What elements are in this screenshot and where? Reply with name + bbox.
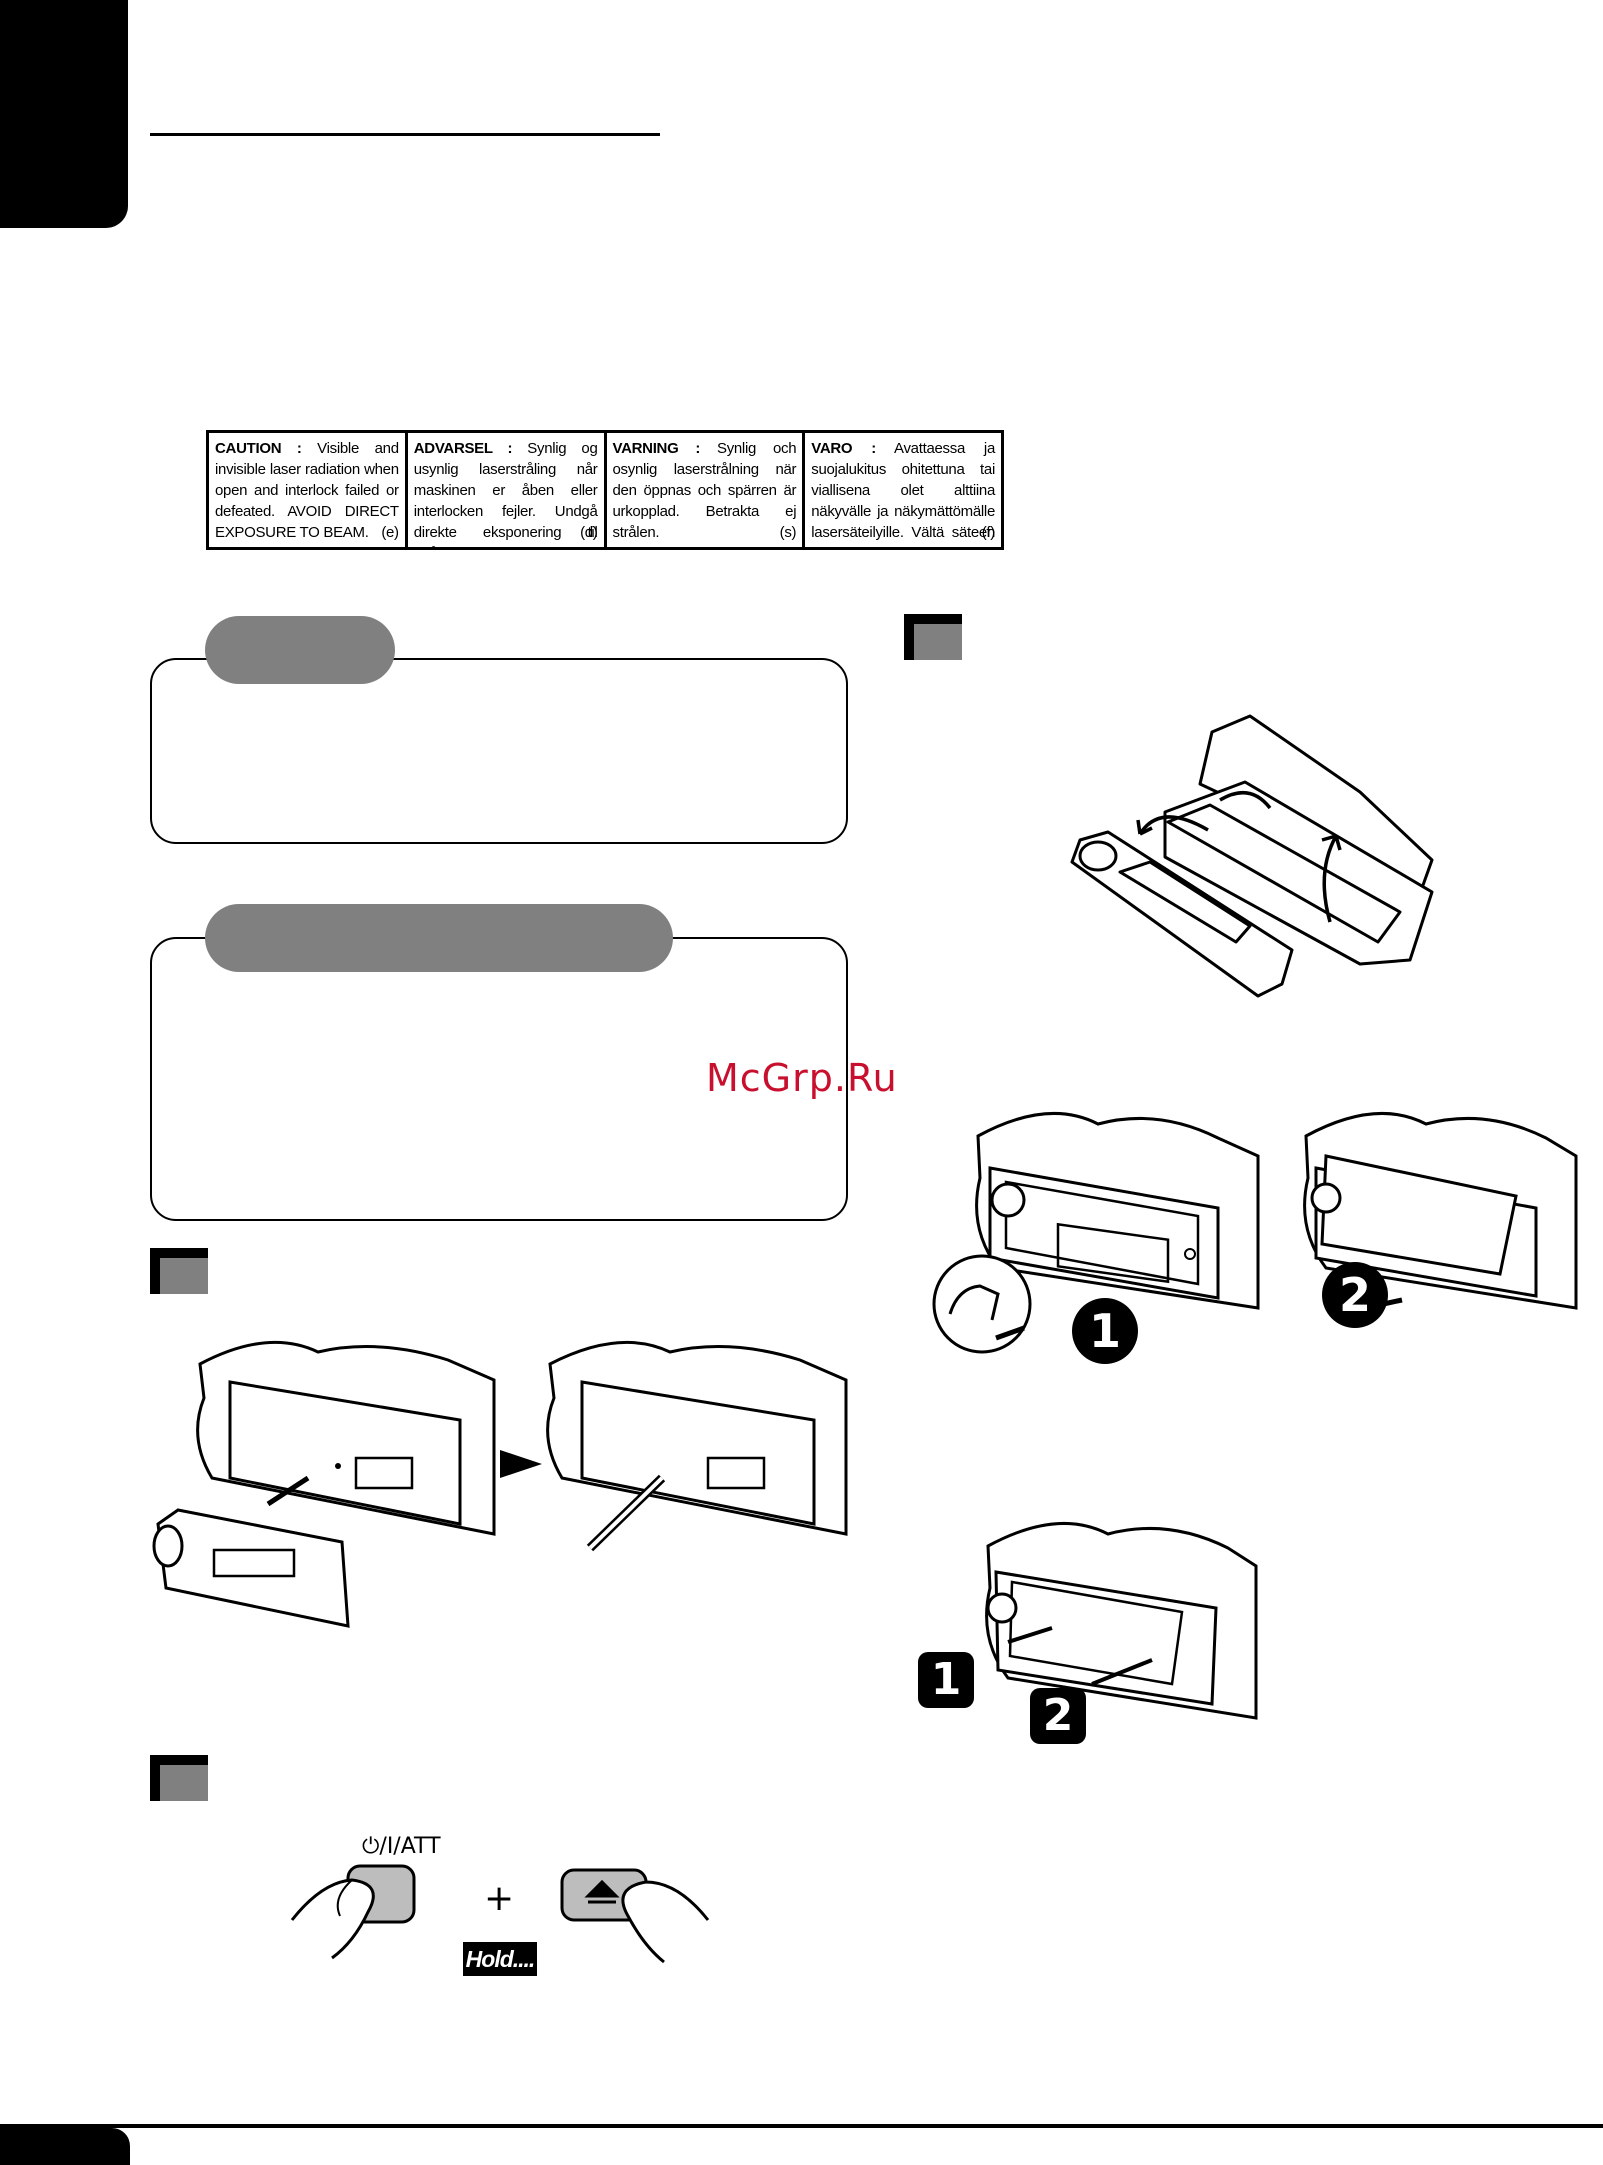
detach-step-1-badge: 1	[1072, 1298, 1138, 1364]
caution-heading: VARNING :	[612, 440, 701, 457]
hold-label: Hold....	[463, 1942, 537, 1976]
caution-text: Synlig och osynlig laserstrålning när de…	[612, 440, 797, 541]
caution-heading: CAUTION :	[215, 440, 302, 457]
caution-code: (s)	[779, 524, 797, 541]
info-box-1-heading-pill	[205, 616, 395, 684]
caution-code: (e)	[381, 524, 399, 541]
caution-cell-danish: ADVARSEL : Synlig og usynlig laserstråli…	[408, 433, 607, 547]
hard-case-illustration	[1070, 714, 1434, 998]
attach-step-1-badge: 1	[918, 1652, 974, 1708]
page-number-tab	[0, 2128, 130, 2165]
caution-text: Avattaessa ja suojalukitus ohitettuna ta…	[811, 440, 996, 547]
attach-illustration	[985, 1521, 1258, 1720]
caution-code: (f)	[981, 524, 996, 541]
info-box-2-heading-pill	[205, 904, 673, 972]
power-button-finger	[290, 1864, 416, 1960]
laser-caution-label: CAUTION : Visible and invisible laser ra…	[206, 430, 1004, 550]
caution-cell-swedish: VARNING : Synlig och osynlig laserstråln…	[607, 433, 806, 547]
caution-cell-finnish: VARO : Avattaessa ja suojalukitus ohitet…	[805, 433, 1001, 547]
remove-panel-illustration	[152, 1340, 496, 1628]
watermark: McGrp.Ru	[706, 1056, 898, 1100]
footer-rule	[0, 2124, 1603, 2128]
info-box-2	[150, 937, 848, 1221]
section-marker-hard-case	[904, 614, 962, 660]
caution-text: Synlig og usynlig laserstråling når mask…	[413, 440, 598, 547]
section-marker-reset	[150, 1755, 208, 1801]
attach-step-2-badge: 2	[1030, 1688, 1086, 1744]
section-marker-detach	[150, 1248, 208, 1294]
title-underline	[150, 133, 660, 136]
caution-cell-english: CAUTION : Visible and invisible laser ra…	[209, 433, 408, 547]
info-box-1	[150, 658, 848, 844]
detach-step2-illustration	[1303, 1111, 1578, 1313]
caution-code: (d)	[580, 524, 598, 541]
caution-heading: ADVARSEL :	[413, 440, 513, 457]
plus-sign: +	[484, 1878, 515, 1919]
clean-connector-illustration	[500, 1340, 848, 1552]
detach-step1-illustration	[932, 1111, 1260, 1354]
language-tab	[0, 0, 128, 228]
eject-button-finger	[560, 1868, 710, 1964]
power-att-label: ⏻/I/ATT	[362, 1834, 441, 1859]
caution-heading: VARO :	[811, 440, 876, 457]
detach-step-2-badge: 2	[1322, 1262, 1388, 1328]
caution-text: Visible and invisible laser radiation wh…	[215, 440, 399, 541]
